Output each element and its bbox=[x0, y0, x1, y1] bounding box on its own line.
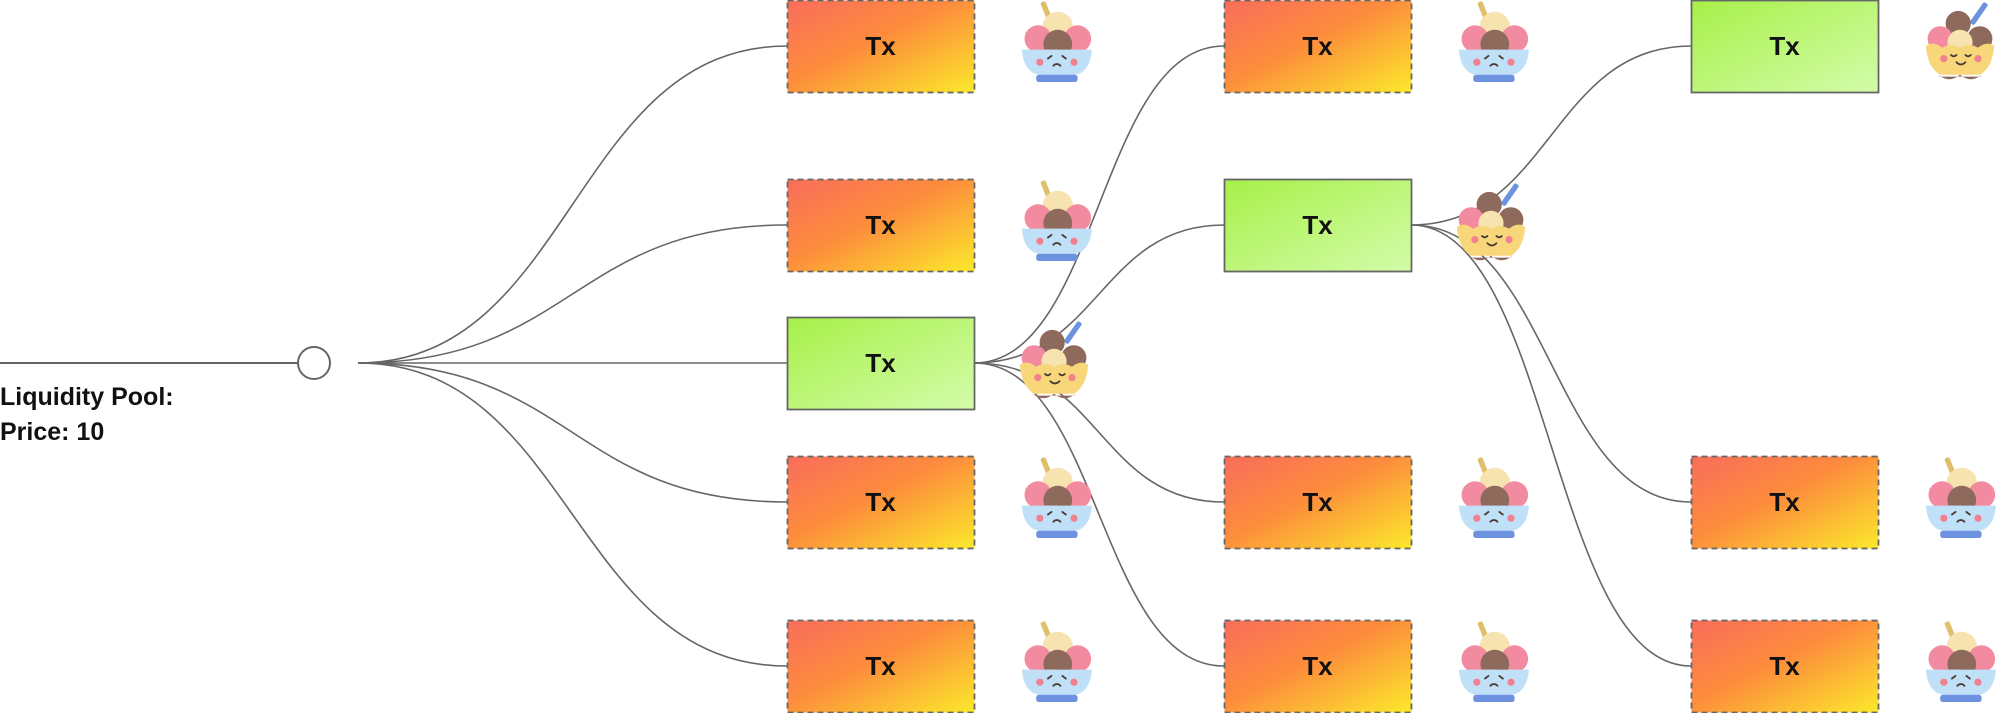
tx-node-l1-tx-4: Tx bbox=[786, 455, 1093, 550]
tx-node-l2-tx-3: Tx bbox=[1223, 455, 1530, 550]
sad-sundae-cup-icon bbox=[1924, 619, 1997, 703]
tx-label: Tx bbox=[865, 487, 896, 517]
tx-label: Tx bbox=[865, 210, 896, 240]
edge-l1-to-l2-2 bbox=[973, 224, 1225, 364]
tx-box-failed[interactable] bbox=[786, 178, 976, 273]
tx-label: Tx bbox=[1302, 210, 1333, 240]
tx-box-failed[interactable] bbox=[1690, 619, 1880, 713]
tx-node-l3-tx-1: Tx bbox=[1690, 0, 1996, 94]
sad-sundae-cup-icon bbox=[1924, 455, 1997, 539]
edge-l1-to-l2-4 bbox=[973, 362, 1225, 667]
tx-box-success[interactable] bbox=[1223, 178, 1413, 273]
tx-box-failed[interactable] bbox=[1223, 619, 1413, 713]
tx-node-l1-tx-1: Tx bbox=[786, 0, 1093, 94]
sad-sundae-cup-icon bbox=[1457, 619, 1530, 703]
edge-pool-to-l1-5 bbox=[357, 362, 788, 667]
sad-sundae-cup-icon bbox=[1020, 0, 1093, 83]
sad-sundae-cup-icon bbox=[1020, 619, 1093, 703]
edge-l1-to-l2-1 bbox=[973, 45, 1225, 364]
tx-node-l3-tx-3: Tx bbox=[1690, 619, 1997, 713]
tx-label: Tx bbox=[1769, 31, 1800, 61]
tx-label: Tx bbox=[1769, 651, 1800, 681]
happy-waffle-sundae-icon bbox=[1018, 319, 1090, 400]
edge-pool-to-l1-2 bbox=[357, 224, 788, 364]
tx-box-failed[interactable] bbox=[1223, 0, 1413, 94]
sad-sundae-cup-icon bbox=[1457, 0, 1530, 83]
edge-l2-to-l3-3 bbox=[1410, 224, 1692, 667]
tx-label: Tx bbox=[1769, 487, 1800, 517]
edge-pool-to-l1-4 bbox=[357, 362, 788, 503]
pool-title: Liquidity Pool: bbox=[0, 383, 174, 411]
tx-label: Tx bbox=[1302, 487, 1333, 517]
tx-node-l2-tx-1: Tx bbox=[1223, 0, 1530, 94]
tx-box-success[interactable] bbox=[1690, 0, 1880, 94]
tx-box-failed[interactable] bbox=[786, 455, 976, 550]
tx-node-l1-tx-5: Tx bbox=[786, 619, 1093, 713]
happy-waffle-sundae-icon bbox=[1455, 181, 1527, 262]
tx-node-l1-tx-2: Tx bbox=[786, 178, 1093, 273]
tx-box-success[interactable] bbox=[786, 316, 976, 411]
tx-box-failed[interactable] bbox=[1690, 455, 1880, 550]
tx-box-failed[interactable] bbox=[786, 619, 976, 713]
tx-box-failed[interactable] bbox=[1223, 455, 1413, 550]
tx-node-l2-tx-2: Tx bbox=[1223, 178, 1527, 273]
edge-l2-to-l3-1 bbox=[1410, 45, 1692, 226]
edge-l2-to-l3-2 bbox=[1410, 224, 1692, 503]
tx-node-l1-tx-3: Tx bbox=[786, 316, 1090, 411]
happy-waffle-sundae-icon bbox=[1924, 0, 1996, 81]
edges bbox=[357, 45, 1692, 667]
liquidity-pool-label: Liquidity Pool: Price: 10 bbox=[0, 380, 174, 450]
pool-price: Price: 10 bbox=[0, 418, 105, 446]
pool-node bbox=[297, 346, 331, 380]
sad-sundae-cup-icon bbox=[1457, 455, 1530, 539]
tx-label: Tx bbox=[865, 31, 896, 61]
sad-sundae-cup-icon bbox=[1020, 178, 1093, 262]
tx-label: Tx bbox=[865, 348, 896, 378]
tx-node-l3-tx-2: Tx bbox=[1690, 455, 1997, 550]
tx-label: Tx bbox=[1302, 31, 1333, 61]
tx-box-failed[interactable] bbox=[786, 0, 976, 94]
edge-pool-to-l1-1 bbox=[357, 45, 788, 364]
edge-l1-to-l2-3 bbox=[973, 362, 1225, 503]
tx-node-l2-tx-4: Tx bbox=[1223, 619, 1530, 713]
tx-label: Tx bbox=[1302, 651, 1333, 681]
sad-sundae-cup-icon bbox=[1020, 455, 1093, 539]
tx-label: Tx bbox=[865, 651, 896, 681]
